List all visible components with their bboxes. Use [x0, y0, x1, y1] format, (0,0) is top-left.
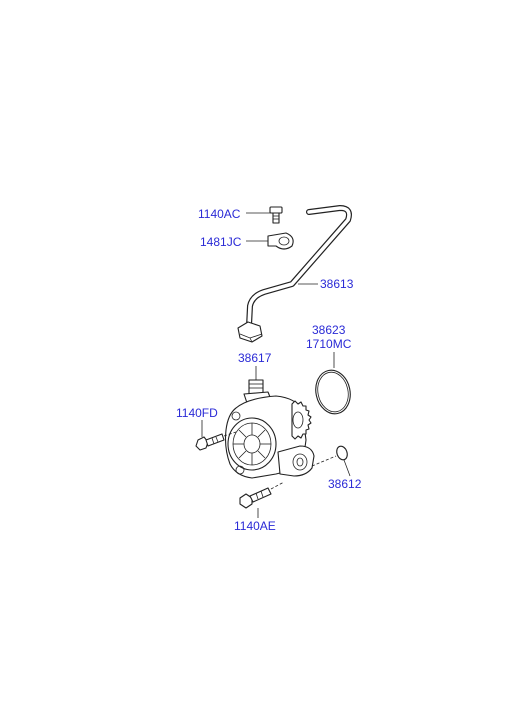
label-1710mc[interactable]: 1710MC [306, 337, 352, 351]
bolt-1140fd[interactable] [195, 433, 225, 451]
clip-1481jc[interactable] [267, 232, 294, 250]
leader-1140ae-axis [270, 481, 285, 490]
bolt-1140ac[interactable] [269, 206, 283, 224]
label-1140ae[interactable]: 1140AE [234, 519, 276, 533]
label-38612[interactable]: 38612 [328, 477, 362, 491]
label-1140fd[interactable]: 1140FD [176, 406, 218, 420]
leader-38612-axis [311, 455, 337, 467]
vacuum-tube-38613[interactable] [237, 205, 352, 343]
label-1140ac[interactable]: 1140AC [198, 207, 241, 221]
label-1481jc[interactable]: 1481JC [200, 235, 242, 249]
label-38623[interactable]: 38623 [312, 323, 346, 337]
label-38613[interactable]: 38613 [320, 277, 354, 291]
leader-1140fd-axis [223, 431, 237, 437]
bolt-1140ae[interactable] [239, 487, 272, 509]
leader-38612 [343, 459, 351, 477]
label-38617[interactable]: 38617 [238, 351, 272, 365]
oring-38623[interactable] [312, 367, 354, 417]
seal-38612[interactable] [335, 445, 349, 462]
oring-38623-inner [317, 371, 349, 413]
vacuum-pump-body[interactable] [224, 379, 315, 479]
